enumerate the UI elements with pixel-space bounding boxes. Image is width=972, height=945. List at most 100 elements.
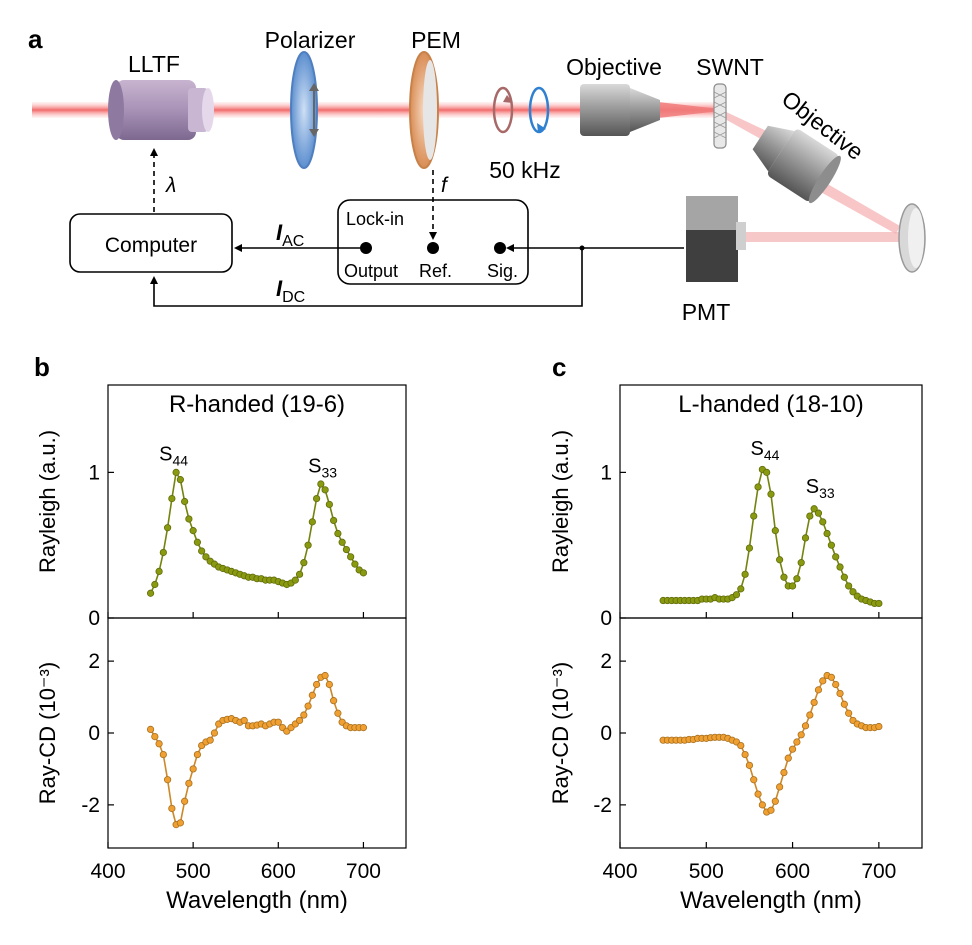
- data-point: [767, 806, 775, 814]
- data-point: [780, 768, 788, 777]
- data-point: [330, 697, 338, 705]
- data-point: [758, 801, 766, 809]
- x-tick-label: 500: [689, 860, 724, 883]
- data-point: [291, 576, 299, 584]
- computer-box: [69, 213, 233, 273]
- data-point: [797, 731, 805, 739]
- peak-label: S33: [308, 455, 337, 480]
- collected-beam: [808, 175, 900, 234]
- data-point: [295, 570, 304, 578]
- x-axis-label: Wavelength (nm): [166, 887, 348, 914]
- data-point: [750, 512, 758, 520]
- data-point: [810, 698, 818, 707]
- data-point: [780, 573, 788, 581]
- data-point: [840, 573, 848, 581]
- data-point: [185, 779, 193, 787]
- data-point: [308, 691, 316, 699]
- data-point: [806, 512, 814, 520]
- y-tick-label: 2: [88, 650, 100, 673]
- data-point: [317, 480, 325, 488]
- lockin-label: Lock-in: [346, 209, 404, 229]
- data-point: [193, 538, 201, 546]
- panel-label-a: a: [28, 24, 43, 54]
- output-terminal: [360, 242, 372, 254]
- data-point: [202, 553, 210, 561]
- data-point: [159, 750, 167, 759]
- data-point: [776, 556, 784, 564]
- data-point: [849, 588, 857, 596]
- data-point: [304, 541, 312, 549]
- data-point: [351, 560, 359, 568]
- data-point: [334, 529, 342, 538]
- data-point: [827, 673, 836, 681]
- data-point: [741, 570, 749, 578]
- objective-lens-1: [580, 84, 660, 136]
- x-tick-label: 600: [775, 860, 810, 883]
- plot-frame: [619, 384, 923, 619]
- idc-label: IDC: [276, 276, 305, 306]
- data-point: [797, 559, 805, 567]
- data-point: [295, 716, 304, 725]
- x-tick-label: 400: [90, 860, 125, 883]
- data-point: [146, 725, 155, 734]
- pmt-label: PMT: [682, 299, 731, 325]
- lltf-label: LLTF: [128, 51, 180, 77]
- data-point: [741, 750, 749, 759]
- data-point: [737, 585, 745, 593]
- lltf-filter: [108, 80, 214, 140]
- data-point: [745, 544, 754, 552]
- panel-label-b: b: [34, 352, 50, 382]
- data-point: [312, 680, 321, 689]
- data-point: [845, 582, 853, 590]
- setup-diagram: a LLTF Polarizer PEM: [28, 24, 926, 325]
- data-point: [176, 819, 184, 827]
- data-point: [819, 518, 827, 526]
- x-tick-label: 400: [602, 860, 637, 883]
- data-point: [801, 534, 810, 542]
- data-point: [300, 711, 308, 719]
- sig-label: Sig.: [487, 261, 518, 281]
- data-point: [810, 505, 818, 513]
- data-point: [193, 750, 201, 759]
- data-point: [793, 738, 801, 746]
- data-point: [151, 732, 159, 741]
- data-point: [164, 524, 172, 532]
- data-point: [784, 754, 792, 762]
- y-tick-label: 0: [600, 722, 612, 745]
- y-tick-label: -2: [593, 794, 612, 817]
- data-point: [359, 724, 368, 732]
- chart-title: L-handed (18-10): [678, 391, 863, 418]
- data-point: [304, 702, 312, 710]
- data-point: [325, 680, 333, 689]
- data-point: [737, 741, 745, 750]
- data-point: [801, 722, 810, 730]
- output-label: Output: [344, 261, 398, 281]
- f-label: f: [441, 174, 449, 197]
- data-point: [745, 761, 754, 769]
- data-point: [338, 538, 346, 546]
- polarizer-label: Polarizer: [265, 27, 356, 53]
- data-point: [750, 776, 758, 784]
- data-point: [155, 740, 163, 748]
- data-point: [168, 804, 176, 813]
- data-point: [185, 515, 193, 523]
- data-point: [321, 671, 329, 680]
- y-tick-label: 0: [88, 607, 100, 630]
- data-point: [198, 547, 206, 555]
- objective-lens-2: [752, 125, 841, 204]
- data-point: [819, 677, 827, 685]
- series-line: [663, 674, 880, 814]
- peak-label: S44: [750, 438, 779, 463]
- mirror: [898, 203, 926, 273]
- polarizer-element: [290, 51, 319, 169]
- y-tick-label: 0: [88, 722, 100, 745]
- data-point: [832, 553, 840, 561]
- data-point: [359, 569, 368, 577]
- x-tick-label: 600: [261, 860, 296, 883]
- idc-line: [150, 248, 583, 307]
- data-point: [176, 476, 184, 484]
